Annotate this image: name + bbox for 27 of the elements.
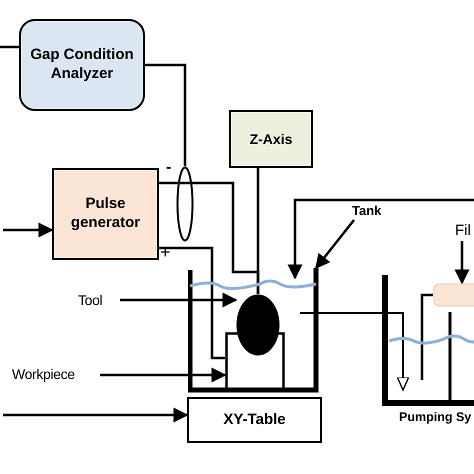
callout-label: Workpiece [12,363,100,385]
arrow [315,219,355,270]
arrow [3,408,188,422]
tank-label: Pumping Sy [399,411,472,424]
callout-label: Fil [455,220,474,242]
connector-line [0,46,19,48]
arrow [100,368,226,382]
connector-line [159,246,225,360]
filter-box [433,283,474,307]
connector-line [256,168,260,294]
connector-line [420,294,433,380]
arrow [3,222,54,238]
electrode-ellipse [236,294,280,356]
pipe-arrow [300,312,410,391]
callout-label: Tool [78,289,120,311]
generator-box: Pulse generator [52,168,159,260]
callout-label: Tank [352,200,392,222]
axis-box: Z-Axis [229,110,313,168]
analyzer-box: Gap Condition Analyzer [19,19,145,111]
arrow [288,198,474,280]
arrow [454,241,470,284]
probe-ellipse [176,166,194,242]
table-box: XY-Table [187,397,322,443]
arrow [120,292,238,308]
connector-line [145,64,186,166]
tank-drawing [188,268,320,394]
polarity-sign: - [166,160,172,176]
